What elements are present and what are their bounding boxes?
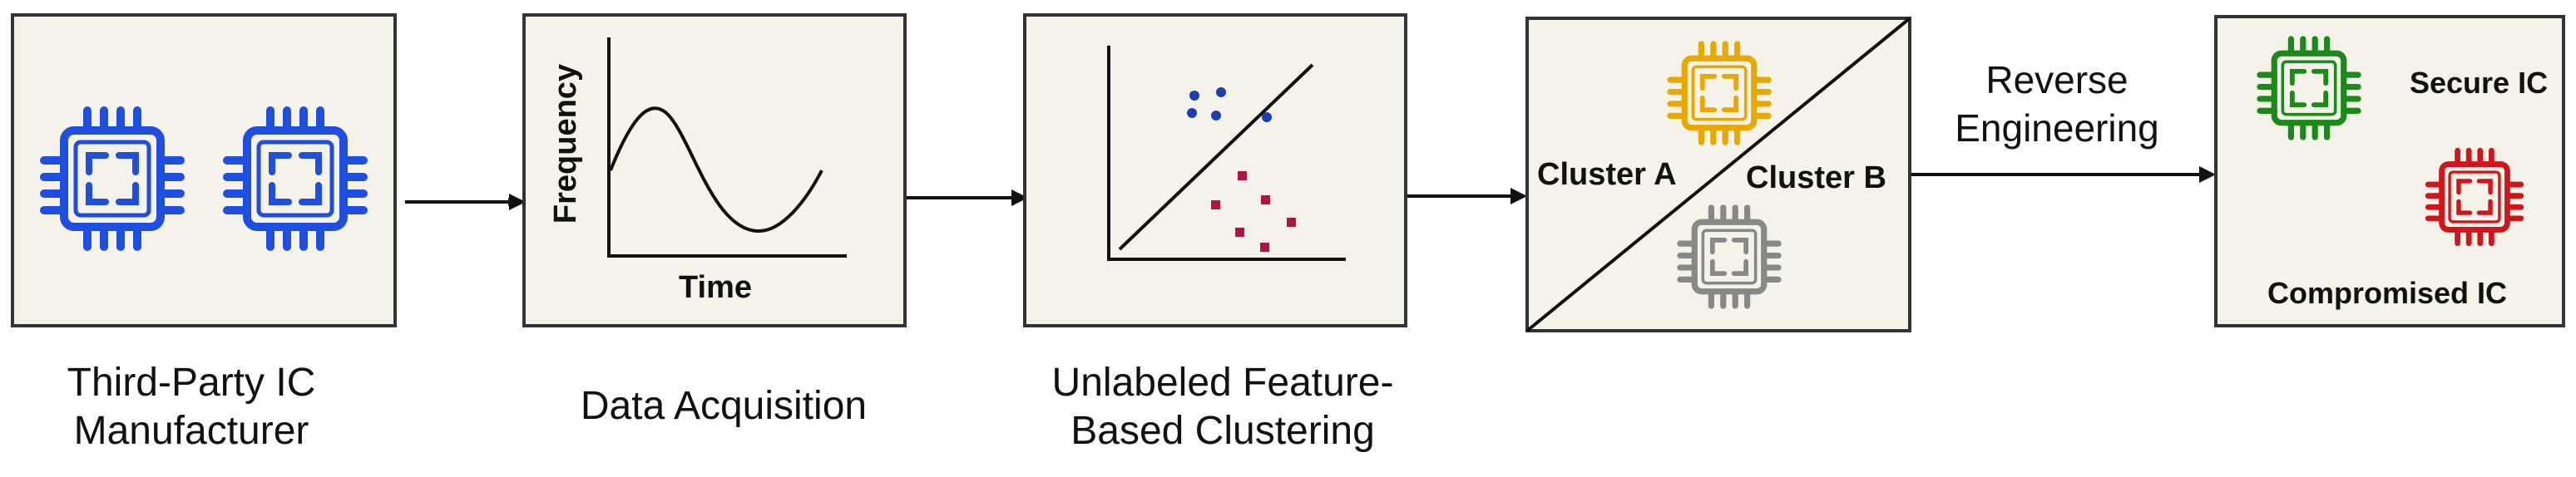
- reverse-engineering-label-line2: Engineering: [1955, 106, 2159, 150]
- reverse-engineering-label-line1: Reverse: [1985, 58, 2128, 101]
- caption-line: Manufacturer: [73, 409, 309, 453]
- clustering-caption: Unlabeled Feature- Based Clustering: [1006, 359, 1439, 455]
- signal-plot: [607, 37, 847, 258]
- secure-ic-label: Secure IC: [2410, 66, 2548, 100]
- acquisition-panel: [522, 13, 907, 327]
- manufacturer-panel: [11, 13, 397, 327]
- caption-line: Third-Party IC: [67, 361, 316, 405]
- compromised-ic-label: Compromised IC: [2267, 276, 2507, 310]
- arrowhead-icon: [1510, 188, 1527, 204]
- cluster-b-label: Cluster B: [1746, 160, 1886, 195]
- x-axis-label: Time: [679, 270, 752, 305]
- caption-line: Data Acquisition: [580, 384, 868, 428]
- arrowhead-icon: [509, 194, 526, 210]
- arrowhead-icon: [1011, 189, 1028, 206]
- cluster-points-blue: [1187, 87, 1272, 122]
- cluster-points-red: [1211, 171, 1296, 252]
- caption-line: Based Clustering: [1070, 409, 1375, 453]
- manufacturer-caption: Third-Party IC Manufacturer: [25, 359, 358, 455]
- y-axis-label: Frequency: [548, 64, 583, 224]
- scatter-plot: [1107, 46, 1346, 261]
- decision-boundary: [1118, 63, 1314, 251]
- acquisition-caption: Data Acquisition: [532, 382, 915, 430]
- cluster-a-label: Cluster A: [1537, 157, 1677, 192]
- arrowhead-icon: [2199, 166, 2216, 183]
- caption-line: Unlabeled Feature-: [1051, 361, 1394, 405]
- cluster-divider: [1525, 17, 1911, 332]
- sine-curve: [609, 106, 823, 234]
- clustering-panel: [1023, 13, 1407, 327]
